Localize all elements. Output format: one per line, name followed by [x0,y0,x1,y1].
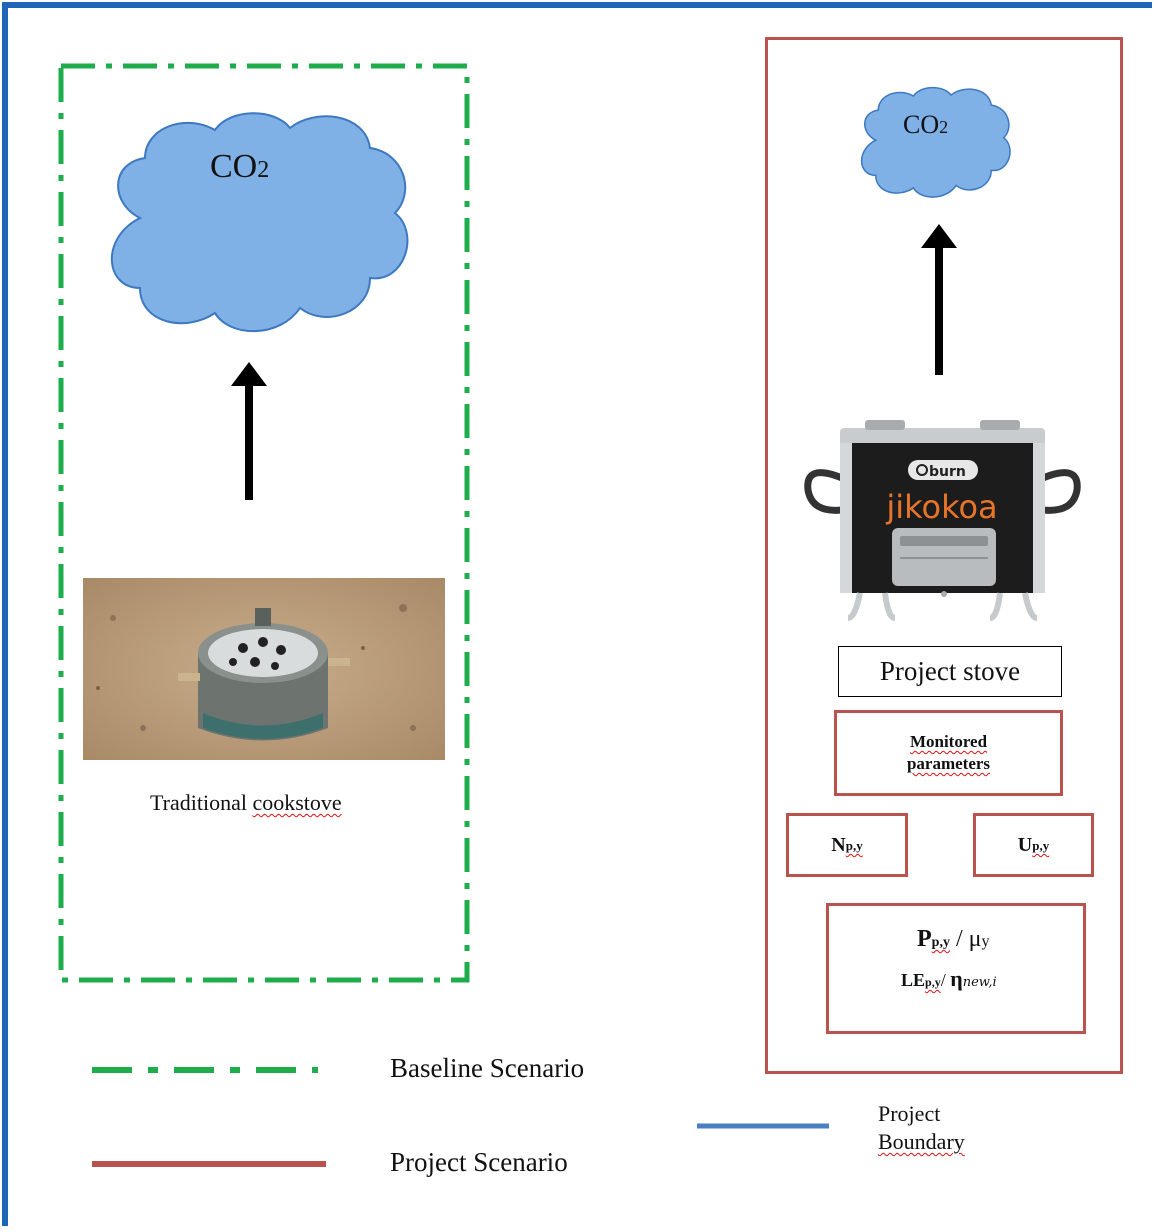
project-boundary [765,37,1123,1074]
legend-baseline-label: Baseline Scenario [390,1053,585,1083]
traditional-cookstove-image [83,578,445,760]
stove-model-text: jikokoa [885,488,997,526]
legend-project-line [92,1161,326,1167]
baseline-boundary [58,63,470,983]
baseline-co2-cloud-icon [110,112,409,333]
legend-project-label: Project Scenario [390,1147,568,1177]
stove-brand-text: burn [929,464,966,480]
legend-baseline-line [92,1067,318,1073]
baseline-arrow-icon [231,362,267,500]
p-mu-formula: Pp,y / μy [917,926,990,952]
monitored-parameters-box: Monitored parameters [834,710,1063,796]
project-stove-image: burn jikokoa [804,420,1081,621]
project-arrow-icon [921,224,957,375]
monitored-label-line2: parameters [906,754,991,773]
legend-boundary-label: Project Boundary [878,1101,965,1154]
project-co2-label: CO2 [903,110,949,139]
monitored-label-line1: Monitored [909,732,988,751]
le-eta-formula: LEp,y/ ηnew,i [901,966,997,991]
project-stove-label: Project stove [838,646,1062,697]
traditional-cookstove-caption: Traditional cookstove [150,790,342,815]
project-co2-cloud-icon [860,86,1011,198]
p-le-parameter-box: Pp,y / μy LEp,y/ ηnew,i [826,903,1086,1034]
legend-boundary-line [697,1123,829,1129]
baseline-co2-label: CO2 [210,148,270,185]
